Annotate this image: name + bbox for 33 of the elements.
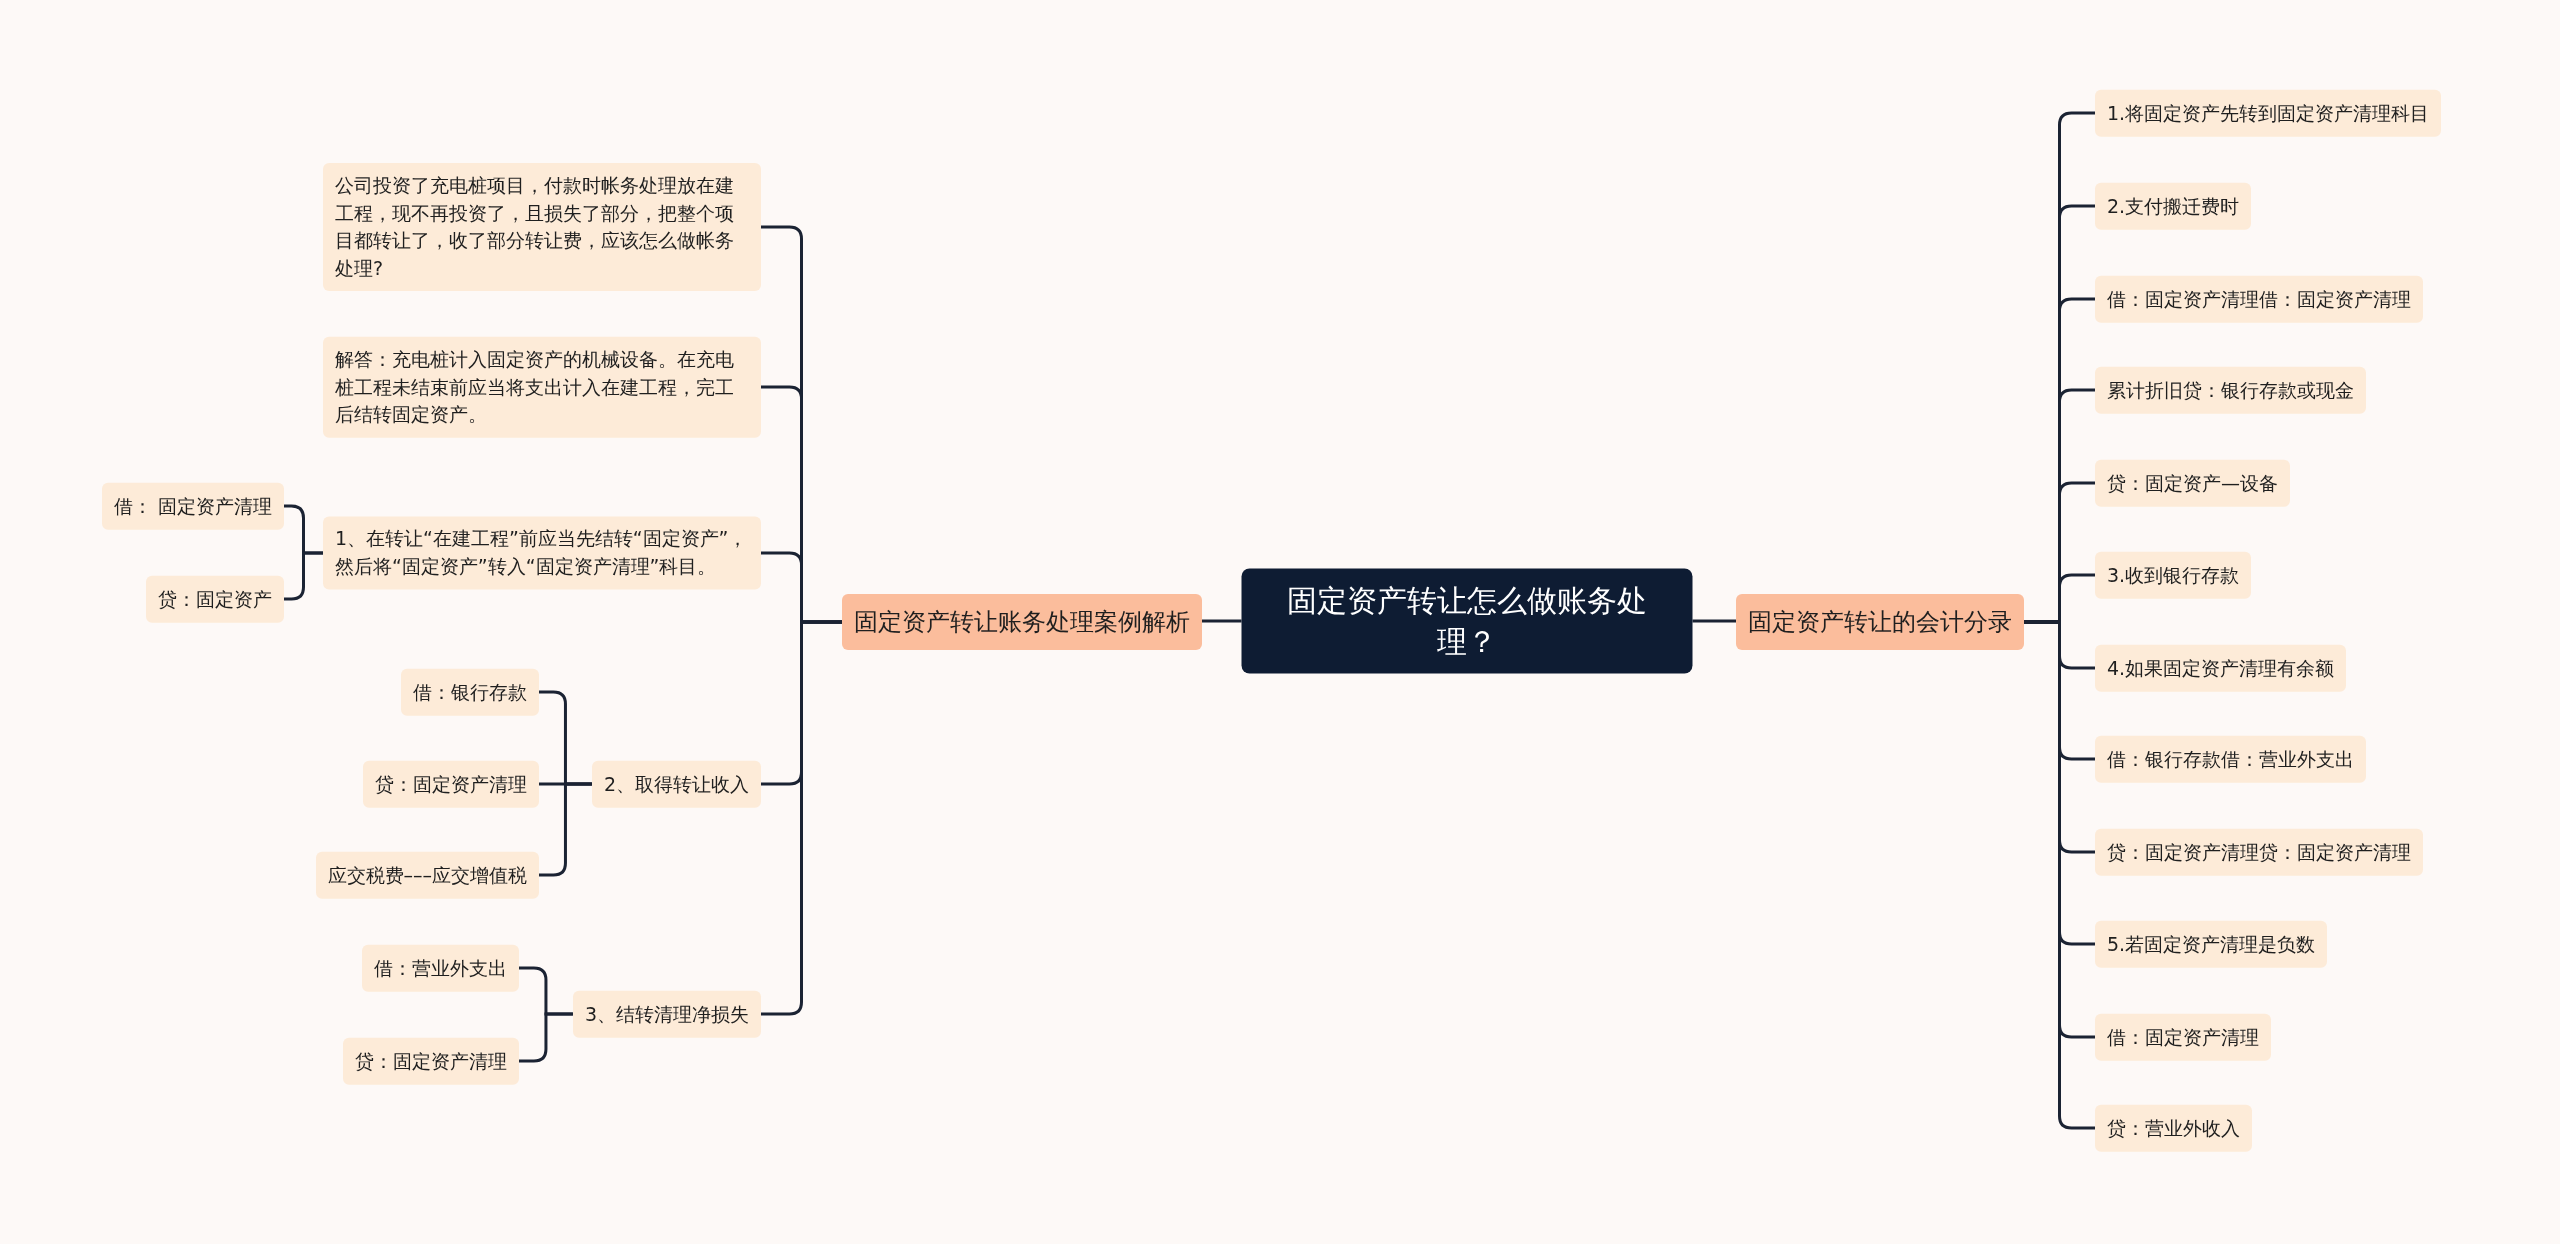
subtopic-box: 贷：固定资产—设备 <box>2095 459 2290 507</box>
connector-line <box>1692 619 1736 623</box>
subtopic-box: 借：银行存款 <box>401 668 539 716</box>
central-topic: 固定资产转让怎么做账务处理？ <box>1241 568 1693 674</box>
subtopic-box: 3.收到银行存款 <box>2095 551 2252 599</box>
subtopic-box: 3、结转清理净损失 <box>572 990 761 1038</box>
connector-line <box>761 620 842 1016</box>
subtopic-box: 累计折旧贷：银行存款或现金 <box>2095 366 2366 414</box>
subtopic-box: 5.若固定资产清理是负数 <box>2095 920 2328 968</box>
subtopic-box: 借：固定资产清理借：固定资产清理 <box>2095 275 2423 323</box>
subtopic-box: 贷：固定资产清理 <box>343 1037 519 1085</box>
subtopic-box: 贷：固定资产清理贷：固定资产清理 <box>2095 828 2423 876</box>
subtopic-box: 借：固定资产清理 <box>2095 1013 2271 1061</box>
connector-line <box>1202 619 1242 623</box>
subtopic-box: 2、取得转让收入 <box>591 760 761 808</box>
connector-line <box>284 551 323 601</box>
subtopic-box: 贷：固定资产 <box>146 575 284 623</box>
connector-line <box>519 1012 573 1063</box>
subtopic-box: 贷：固定资产清理 <box>363 760 539 808</box>
subtopic-box: 1、在转让“在建工程”前应当先结转“固定资产”，然后将“固定资产”转入“固定资产清理”科目。 <box>323 516 761 590</box>
main-topic: 固定资产转让的会计分录 <box>1736 594 2024 650</box>
main-topic: 固定资产转让账务处理案例解析 <box>842 594 1202 650</box>
subtopic-box: 4.如果固定资产清理有余额 <box>2095 644 2347 692</box>
subtopic-box: 借：营业外支出 <box>362 944 519 992</box>
subtopic-box: 公司投资了充电桩项目，付款时帐务处理放在建工程，现不再投资了，且损失了部分，把整个项目都转让了，收了部分转让费，应该怎么做帐务处理? <box>323 162 761 292</box>
subtopic-box: 应交税费–––应交增值税 <box>315 851 539 899</box>
subtopic-box: 借： 固定资产清理 <box>101 482 284 530</box>
connector-line <box>539 782 592 877</box>
subtopic-box: 2.支付搬迁费时 <box>2095 182 2252 230</box>
subtopic-box: 借：银行存款借：营业外支出 <box>2095 735 2366 783</box>
subtopic-box: 贷：营业外收入 <box>2095 1104 2252 1152</box>
subtopic-box: 解答：充电桩计入固定资产的机械设备。在充电桩工程未结束前应当将支出计入在建工程，完工后结转固定资产。 <box>323 336 761 438</box>
subtopic-box: 1.将固定资产先转到固定资产清理科目 <box>2095 89 2442 137</box>
